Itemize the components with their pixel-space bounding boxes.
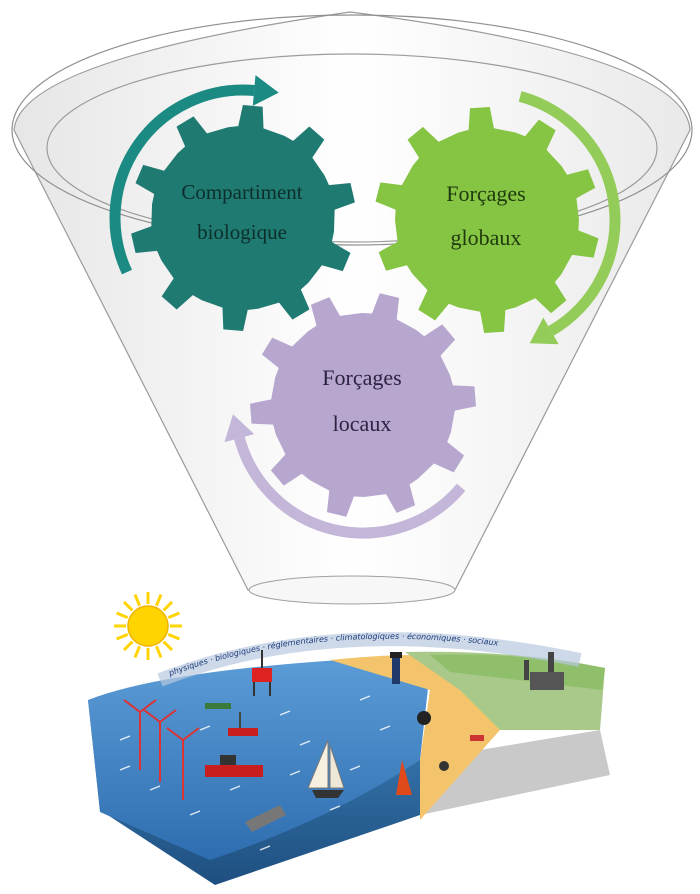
sun-ray bbox=[122, 640, 134, 652]
gear-biologique-label-line1: Compartiment bbox=[181, 180, 302, 204]
windsurf-icon bbox=[396, 760, 412, 795]
wave-mark bbox=[189, 810, 201, 816]
wave-mark bbox=[289, 770, 301, 776]
wave-mark bbox=[229, 785, 241, 791]
arrow-globaux-head bbox=[529, 317, 559, 345]
gear-locaux: Forçages locaux bbox=[322, 365, 401, 436]
sun-ray bbox=[116, 633, 129, 641]
gear-locaux-label-line2: locaux bbox=[333, 411, 392, 436]
sun-ray bbox=[167, 611, 180, 619]
sun-ray bbox=[162, 640, 174, 652]
sun-ray bbox=[155, 594, 163, 607]
gears-group bbox=[131, 105, 599, 517]
cargo-ship-icon bbox=[205, 755, 263, 777]
arrow-biologique bbox=[109, 84, 255, 275]
motorboat-icon bbox=[245, 805, 286, 832]
beach-people-icon bbox=[417, 711, 484, 771]
gear-biologique-label-line2: biologique bbox=[197, 220, 287, 244]
wave-mark bbox=[359, 695, 371, 701]
coastal-illustration: physiques · biologiques · réglementaires… bbox=[88, 592, 610, 885]
gear-globaux-shape bbox=[375, 107, 599, 333]
lighthouse-icon bbox=[390, 652, 402, 684]
wave-mark bbox=[329, 805, 341, 811]
gear-biologique-shape bbox=[131, 105, 355, 331]
wave-mark bbox=[379, 725, 391, 731]
wave-mark bbox=[119, 765, 131, 771]
sun-ray bbox=[167, 633, 180, 641]
wave-marks bbox=[119, 695, 391, 851]
wave-mark bbox=[279, 710, 291, 716]
gear-globaux-label-line2: globaux bbox=[451, 225, 522, 250]
wave-mark bbox=[149, 785, 161, 791]
sun-icon bbox=[114, 592, 182, 660]
wave-mark bbox=[299, 740, 311, 746]
sun-ray bbox=[133, 594, 141, 607]
gear-biologique: Compartiment biologique bbox=[181, 180, 302, 244]
sea-surface bbox=[88, 660, 430, 860]
sun-ray bbox=[122, 600, 134, 612]
sun-ray bbox=[155, 645, 163, 658]
small-boat-icon bbox=[205, 703, 231, 709]
land-side-face bbox=[420, 730, 610, 815]
funnel bbox=[11, 11, 693, 605]
sailboat-icon bbox=[307, 739, 345, 798]
fishing-boat-icon bbox=[228, 712, 258, 736]
gear-locaux-label-line1: Forçages bbox=[322, 365, 401, 390]
cycle-arrows bbox=[109, 75, 621, 539]
sun-ray bbox=[116, 611, 129, 619]
wave-mark bbox=[199, 725, 211, 731]
arrow-biologique-head bbox=[252, 75, 279, 106]
beach bbox=[330, 655, 500, 820]
sun-ray bbox=[133, 645, 141, 658]
wind-turbines-icon bbox=[123, 699, 200, 800]
wave-mark bbox=[259, 845, 271, 851]
wave-mark bbox=[119, 735, 131, 741]
arrow-globaux bbox=[518, 91, 621, 336]
gear-globaux: Forçages globaux bbox=[446, 181, 525, 250]
arrow-locaux bbox=[234, 436, 466, 539]
gear-globaux-label-line1: Forçages bbox=[446, 181, 525, 206]
wave-mark bbox=[349, 765, 361, 771]
oil-platform-icon bbox=[252, 650, 272, 696]
gear-locaux-shape bbox=[250, 293, 476, 517]
sun-ray bbox=[162, 600, 174, 612]
arrow-locaux-head bbox=[224, 414, 255, 443]
factory-icon bbox=[524, 652, 564, 690]
